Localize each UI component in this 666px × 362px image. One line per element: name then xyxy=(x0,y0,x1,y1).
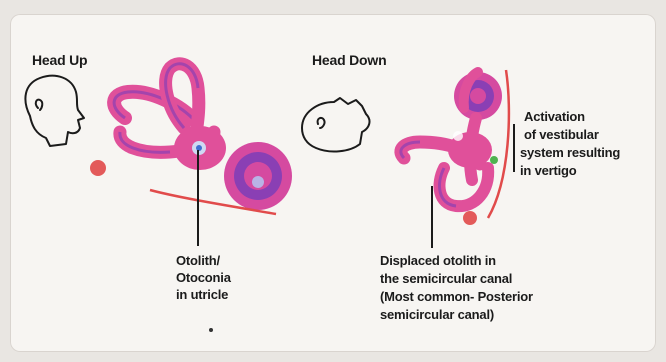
otolith-caption-line: Otoconia xyxy=(176,269,231,286)
stray-dot xyxy=(209,328,213,332)
activation-caption-line: of vestibular xyxy=(524,126,599,143)
head-up-label: Head Up xyxy=(32,52,87,68)
otolith-caption-line: in utricle xyxy=(176,286,228,303)
displaced-caption-line: the semicircular canal xyxy=(380,270,512,287)
displaced-caption-line: Displaced otolith in xyxy=(380,252,496,269)
inner-ear-upright xyxy=(90,64,292,214)
activation-caption-line: system resulting xyxy=(520,144,620,161)
activation-caption-line: Activation xyxy=(524,108,585,125)
inner-ear-tilted xyxy=(401,70,509,225)
displaced-caption-line: (Most common- Posterior xyxy=(380,288,533,305)
head-tilted-back-icon xyxy=(302,98,369,151)
displaced-caption-line: semicircular canal) xyxy=(380,306,494,323)
otolith-caption-line: Otolith/ xyxy=(176,252,220,269)
head-down-label: Head Down xyxy=(312,52,386,68)
activation-caption-line: in vertigo xyxy=(520,162,577,179)
head-upright-icon xyxy=(25,76,84,146)
